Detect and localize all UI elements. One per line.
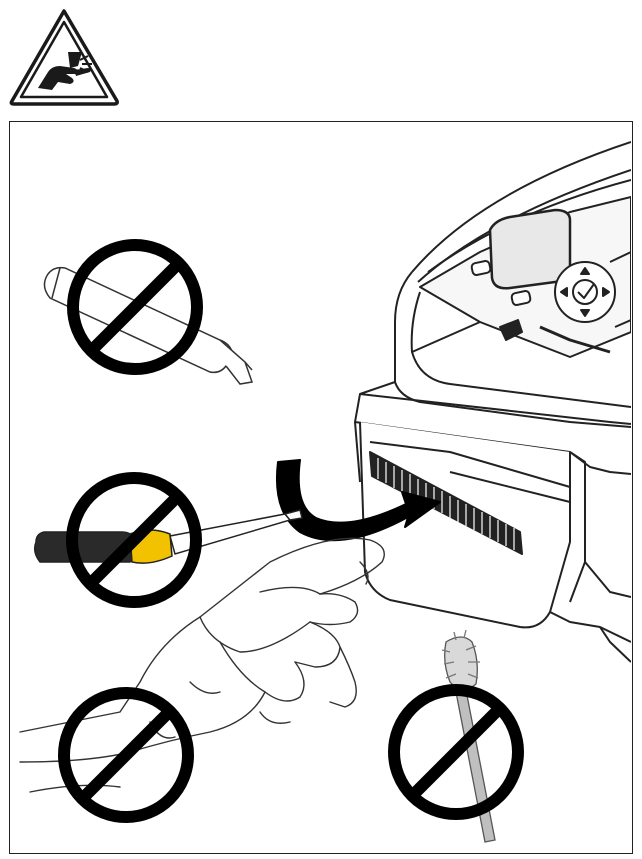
hand-illustration: [19, 537, 385, 793]
swab-prohibited-icon: [388, 684, 524, 820]
pen-prohibited-icon: [67, 239, 203, 375]
hand-cut-hazard-icon: [9, 9, 119, 106]
illustration-frame: [9, 121, 633, 854]
printer-illustration: [354, 141, 631, 663]
insert-arrow-icon: [276, 459, 441, 542]
hand-prohibited-icon: [58, 687, 194, 823]
screwdriver-prohibited-icon: [66, 472, 202, 608]
